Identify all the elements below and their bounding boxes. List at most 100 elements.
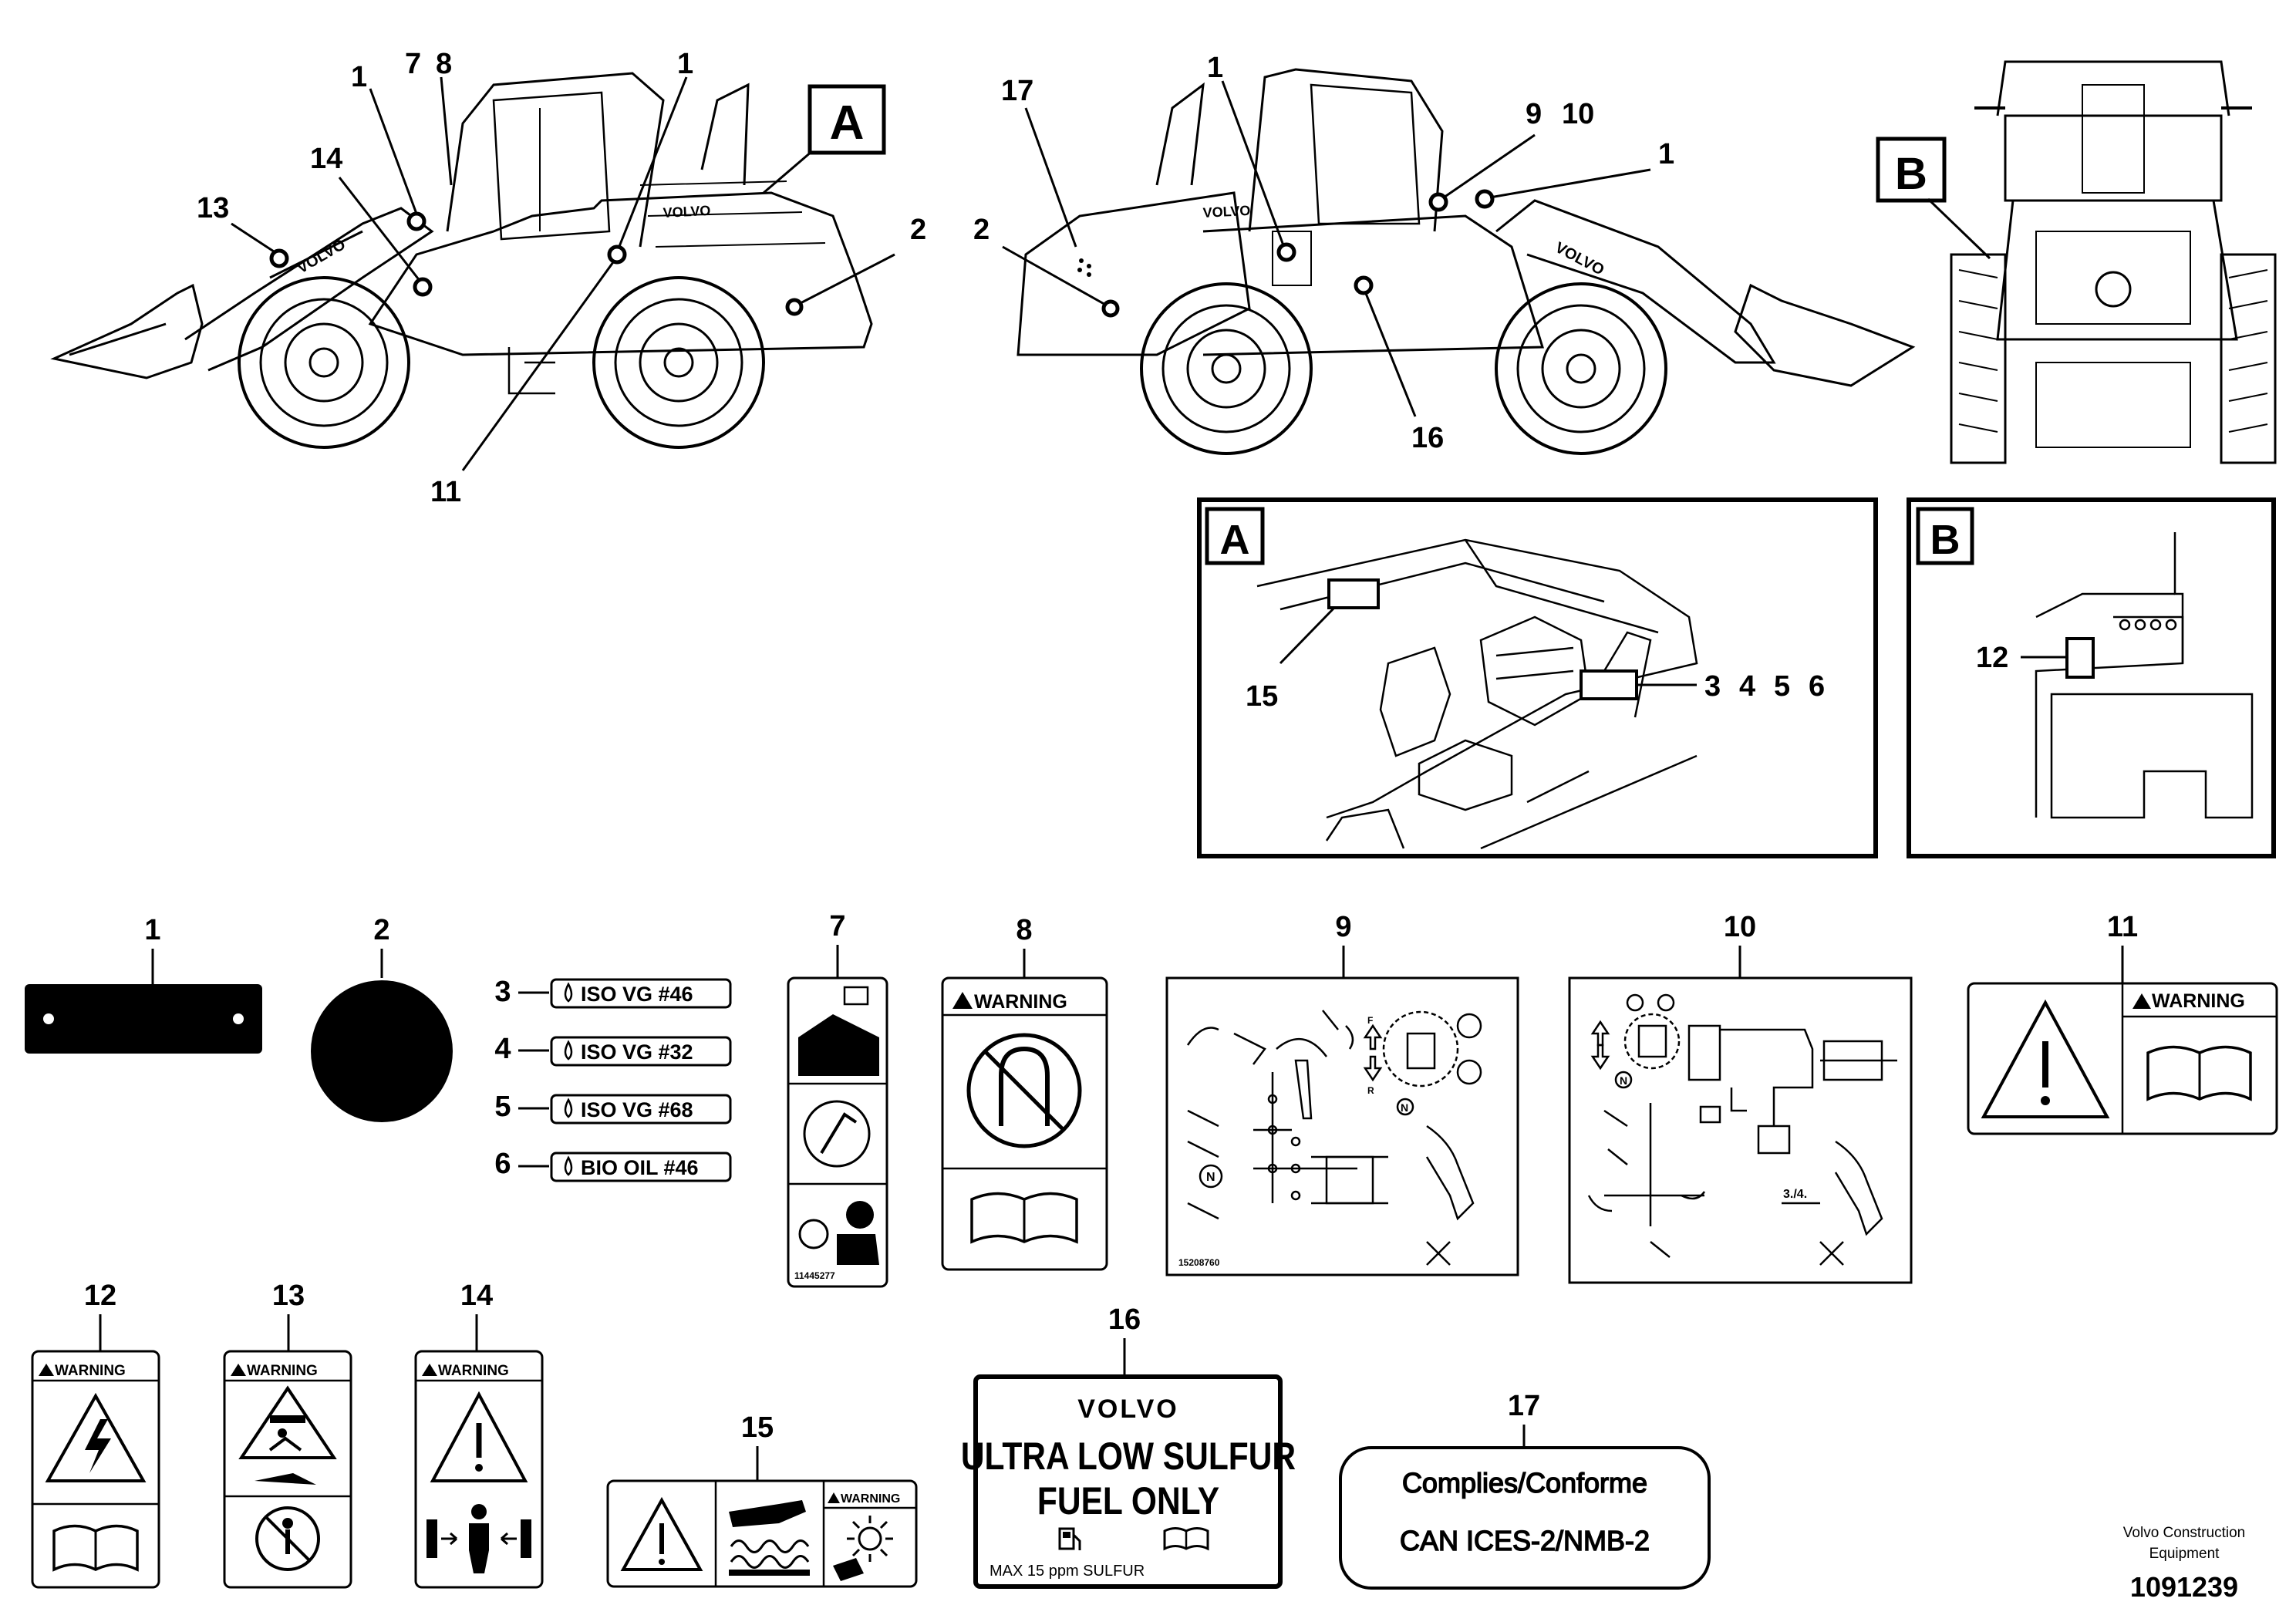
decal-12: 12 WARNING — [31, 1280, 160, 1589]
callout-14: 14 — [310, 143, 342, 175]
left-view-callouts: 1 7 8 1 14 13 11 2 — [197, 48, 926, 508]
svg-text:15: 15 — [741, 1411, 774, 1444]
svg-text:2: 2 — [373, 914, 389, 946]
svg-text:17: 17 — [1508, 1390, 1540, 1422]
part10-step: 3./4. — [1783, 1188, 1807, 1201]
svg-text:VOLVO: VOLVO — [663, 203, 711, 221]
svg-text:8: 8 — [1016, 914, 1032, 946]
iso-vg-68: ISO VG #68 — [581, 1098, 693, 1121]
fuel-small: MAX 15 ppm SULFUR — [990, 1563, 1145, 1580]
comply-line-2: CAN ICES-2/NMB-2 — [1400, 1525, 1650, 1556]
decal-9: 9 F R N N 152 — [1165, 911, 1519, 1276]
svg-text:4: 4 — [494, 1033, 511, 1065]
svg-text:12: 12 — [84, 1280, 116, 1312]
left-view-label-points — [269, 211, 804, 316]
decal-8: 8 WARNING — [941, 914, 1108, 1271]
svg-text:6: 6 — [494, 1148, 511, 1180]
svg-text:R: R — [1367, 1085, 1374, 1096]
callout-2: 2 — [910, 214, 926, 246]
callout-17: 17 — [1001, 75, 1033, 107]
decal-11: 11 WARNING — [1967, 911, 2278, 1135]
doc-number: 1091239 — [2130, 1571, 2238, 1603]
svg-text:WARNING: WARNING — [841, 1492, 900, 1506]
right-view-leaders — [1002, 80, 1651, 417]
callout-3-detail: 3 — [1704, 670, 1721, 703]
decal-10: 10 N 3./4. — [1568, 911, 1913, 1284]
decal-17: 17 Complies/Conforme CAN ICES-2/NMB-2 — [1339, 1390, 1711, 1590]
callout-9: 9 — [1526, 98, 1542, 130]
svg-text:A: A — [830, 96, 865, 150]
svg-text:1: 1 — [144, 914, 160, 946]
decal-13: 13 WARNING — [223, 1280, 352, 1589]
callout-6-detail: 6 — [1809, 670, 1825, 703]
callout-8: 8 — [436, 48, 452, 80]
svg-text:F: F — [1367, 1015, 1373, 1026]
decal-2: 2 — [311, 914, 453, 1122]
decal-1: 1 — [25, 914, 262, 1054]
svg-text:9: 9 — [1335, 911, 1351, 943]
brand-volvo: VOLVO — [1077, 1394, 1179, 1424]
bio-oil-46: BIO OIL #46 — [581, 1156, 699, 1179]
svg-text:WARNING: WARNING — [55, 1363, 126, 1379]
callout-15-detail: 15 — [1246, 680, 1278, 713]
callout-1r2: 1 — [1658, 138, 1674, 170]
loader-left-view: VOLVO VOLVO — [50, 72, 873, 449]
callout-1: 1 — [351, 61, 367, 93]
company-line-1: Volvo Construction — [2123, 1525, 2245, 1541]
svg-text:A: A — [1220, 517, 1250, 563]
svg-text:13: 13 — [272, 1280, 305, 1312]
callout-4-detail: 4 — [1739, 670, 1755, 703]
svg-text:B: B — [1930, 517, 1961, 563]
right-view-callouts: 17 2 1 9 10 1 16 — [973, 52, 1674, 454]
svg-text:N: N — [1401, 1101, 1408, 1114]
part9-code: 15208760 — [1178, 1257, 1220, 1268]
svg-text:7: 7 — [829, 910, 845, 943]
callout-10: 10 — [1562, 98, 1594, 130]
svg-text:N: N — [1620, 1074, 1627, 1087]
callout-1r: 1 — [1207, 52, 1223, 84]
fuel-line-1: ULTRA LOW SULFUR — [961, 1435, 1296, 1478]
svg-text:5: 5 — [494, 1091, 511, 1123]
comply-line-1: Complies/Conforme — [1402, 1467, 1647, 1499]
iso-vg-32: ISO VG #32 — [581, 1040, 693, 1064]
svg-text:WARNING: WARNING — [974, 991, 1067, 1013]
decal-15: 15 WARNING — [606, 1411, 918, 1588]
callout-16: 16 — [1411, 422, 1444, 454]
svg-text:11: 11 — [2107, 911, 2138, 943]
decal-7: 7 11445277 — [787, 910, 888, 1288]
svg-text:WARNING: WARNING — [247, 1363, 318, 1379]
marker-a-left-view: A — [807, 84, 886, 155]
footer: Volvo Construction Equipment 1091239 — [2123, 1525, 2245, 1603]
iso-vg-46: ISO VG #46 — [581, 983, 693, 1006]
svg-text:10: 10 — [1724, 911, 1756, 943]
right-view-label-points — [1101, 189, 1495, 318]
svg-text:WARNING: WARNING — [2152, 990, 2245, 1012]
callout-7: 7 — [405, 48, 421, 80]
callout-2r: 2 — [973, 214, 990, 246]
svg-text:B: B — [1895, 149, 1927, 199]
svg-text:3: 3 — [494, 976, 511, 1008]
right-view-dots — [1077, 258, 1091, 277]
callout-12-detail: 12 — [1976, 642, 2008, 674]
callout-5-detail: 5 — [1774, 670, 1790, 703]
svg-text:14: 14 — [460, 1280, 493, 1312]
svg-text:16: 16 — [1108, 1303, 1141, 1336]
fuel-line-2: FUEL ONLY — [1037, 1479, 1219, 1523]
callout-11: 11 — [430, 476, 461, 508]
marker-b-rear-view: B — [1876, 137, 1991, 260]
company-line-2: Equipment — [2149, 1546, 2220, 1562]
loader-right-view: VOLVO VOLVO — [1017, 68, 1916, 455]
loader-rear-view — [1950, 60, 2277, 464]
decal-14: 14 WARNING — [414, 1280, 544, 1589]
callout-13: 13 — [197, 192, 229, 224]
part7-code: 11445277 — [794, 1270, 835, 1281]
left-view-leaders — [231, 76, 895, 471]
svg-text:VOLVO: VOLVO — [1202, 203, 1251, 221]
svg-text:VOLVO: VOLVO — [295, 236, 349, 277]
callout-1b: 1 — [677, 48, 693, 80]
decals-3-6: 3 ISO VG #46 4 ISO VG #32 5 ISO VG #68 6… — [494, 976, 732, 1182]
svg-text:WARNING: WARNING — [438, 1363, 509, 1379]
decal-16: 16 VOLVO ULTRA LOW SULFUR FUEL ONLY MAX … — [961, 1303, 1296, 1589]
detail-a: A 15 3 4 5 6 — [1197, 497, 1878, 858]
